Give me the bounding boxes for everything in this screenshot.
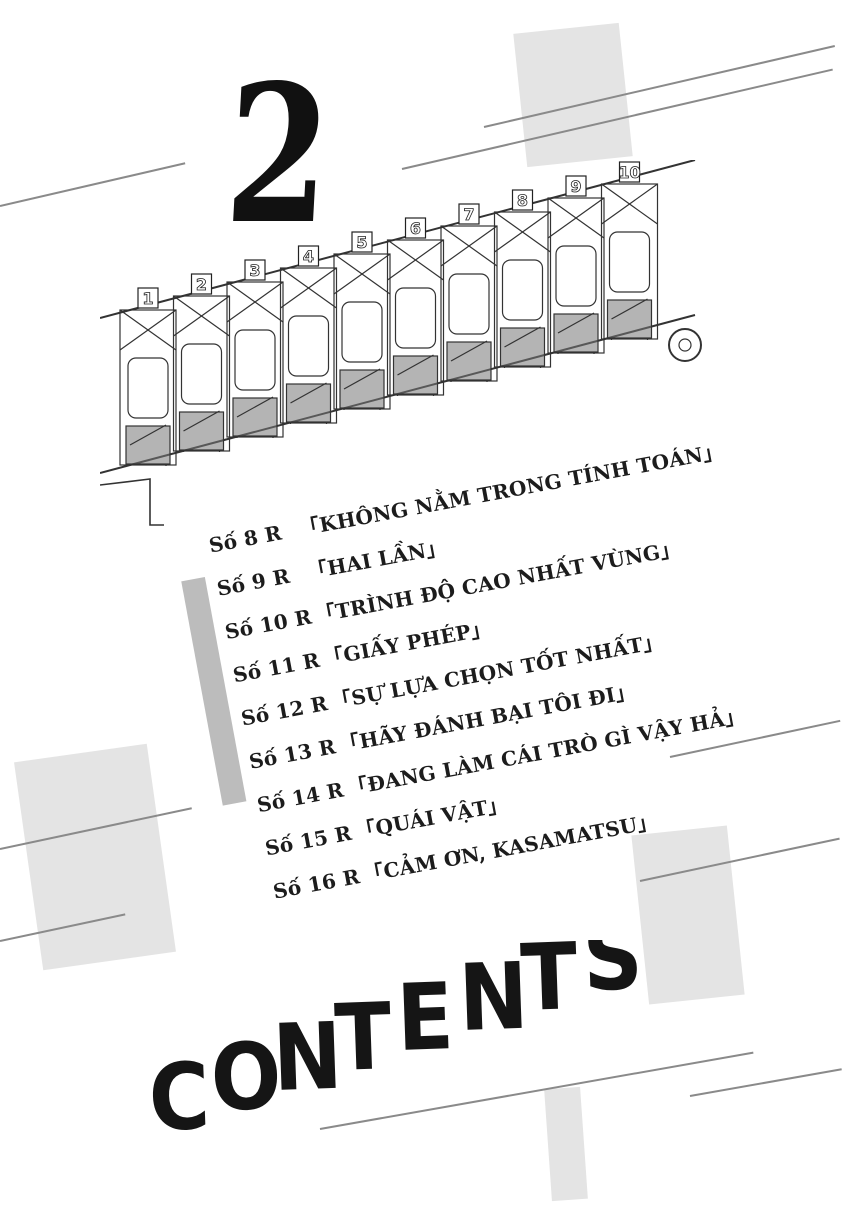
toc-accent-bar <box>181 577 247 806</box>
gate-stall-number: 4 <box>303 247 314 266</box>
gate-door-pad <box>499 327 546 367</box>
contents-letter: E <box>395 963 455 1072</box>
gate-stall-number: 1 <box>142 289 153 308</box>
gate-door-pad <box>606 299 653 339</box>
gate-number-plate <box>244 259 266 281</box>
gate-stall <box>547 197 605 354</box>
toc-item-number: Số 12 R <box>239 691 330 731</box>
gate-stall-number: 3 <box>249 261 260 280</box>
toc-item-number: Số 14 R <box>255 777 346 818</box>
contents-letter: N <box>271 1003 344 1112</box>
gate-stall <box>119 309 177 466</box>
toc-item-title: 「KHÔNG NẰM TRONG TÍNH TOÁN」 <box>297 438 725 541</box>
gate-number-plate <box>565 175 587 197</box>
gate-door-pad <box>125 425 171 465</box>
contents-letter: S <box>581 940 644 1012</box>
gate-number-plate <box>351 231 373 253</box>
gate-number-plate <box>618 161 641 183</box>
contents-letter: N <box>457 943 530 1052</box>
gate-stall <box>600 183 659 340</box>
gate-door-pad <box>285 383 332 423</box>
toc-item-number: Số 13 R <box>247 734 338 774</box>
gate-door-pad <box>446 341 492 381</box>
gate-stall-number: 6 <box>410 219 421 238</box>
gate-number-plate <box>511 189 534 211</box>
gate-stall <box>493 211 552 368</box>
gate-stall <box>172 295 231 452</box>
gate-stall <box>226 281 284 438</box>
gate-number-plate <box>458 203 480 225</box>
gate-number-plate <box>297 245 320 267</box>
gate-door-pad <box>553 313 599 353</box>
contents-letter: T <box>519 940 580 1032</box>
starting-gate-illustration: 1 2 3 4 5 6 7 8 9 10 <box>100 160 702 526</box>
gate-tow-bar <box>100 478 164 526</box>
gate-stall <box>279 267 338 424</box>
gate-number-plate <box>404 217 427 239</box>
gate-door-pad <box>339 369 385 409</box>
toc-item-number: Số 9 R <box>215 563 292 601</box>
gate-stall-number: 7 <box>463 205 474 224</box>
contents-letter: O <box>209 1023 283 1132</box>
gate-stall <box>333 253 391 410</box>
toc-item-number: Số 8 R <box>207 520 284 558</box>
toc-item-number: Số 10 R <box>223 604 314 645</box>
toc-item-number: Số 16 R <box>271 864 362 904</box>
contents-letter: T <box>333 983 394 1092</box>
gate-door-pad <box>178 411 225 451</box>
gate-stall-number: 9 <box>570 177 581 196</box>
gate-stall-number: 10 <box>618 163 640 182</box>
gate-stall-number: 5 <box>356 233 367 252</box>
toc-item-title: 「HAI LẦN」 <box>305 534 448 585</box>
gate-stall-number: 8 <box>517 191 528 210</box>
gate-stall <box>440 225 498 382</box>
gate-number-plate <box>137 287 159 309</box>
gate-stall-number: 2 <box>196 275 207 294</box>
toc-item-number: Số 11 R <box>231 647 322 688</box>
gate-door-pad <box>232 397 278 437</box>
contents-letter: C <box>147 1043 211 1140</box>
gate-wheel <box>668 328 702 362</box>
gate-number-plate <box>190 273 213 295</box>
gate-door-pad <box>392 355 439 395</box>
gate-stall <box>386 239 445 396</box>
toc-item-number: Số 15 R <box>263 820 354 861</box>
